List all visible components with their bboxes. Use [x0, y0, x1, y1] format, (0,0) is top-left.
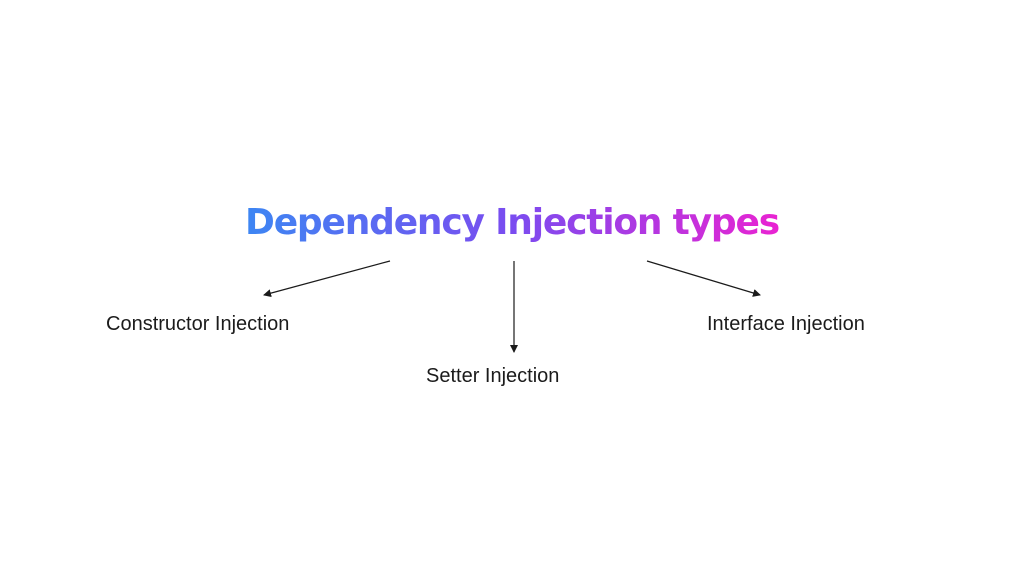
diagram-title-text: Dependency Injection types [245, 202, 780, 243]
node-interface-injection: Interface Injection [707, 313, 865, 335]
node-setter-injection: Setter Injection [426, 365, 560, 387]
node-constructor-injection: Constructor Injection [106, 313, 290, 335]
diagram-title: Dependency Injection types [0, 198, 1024, 248]
arrow-to-interface [646, 260, 761, 297]
arrow-to-constructor [263, 260, 391, 298]
